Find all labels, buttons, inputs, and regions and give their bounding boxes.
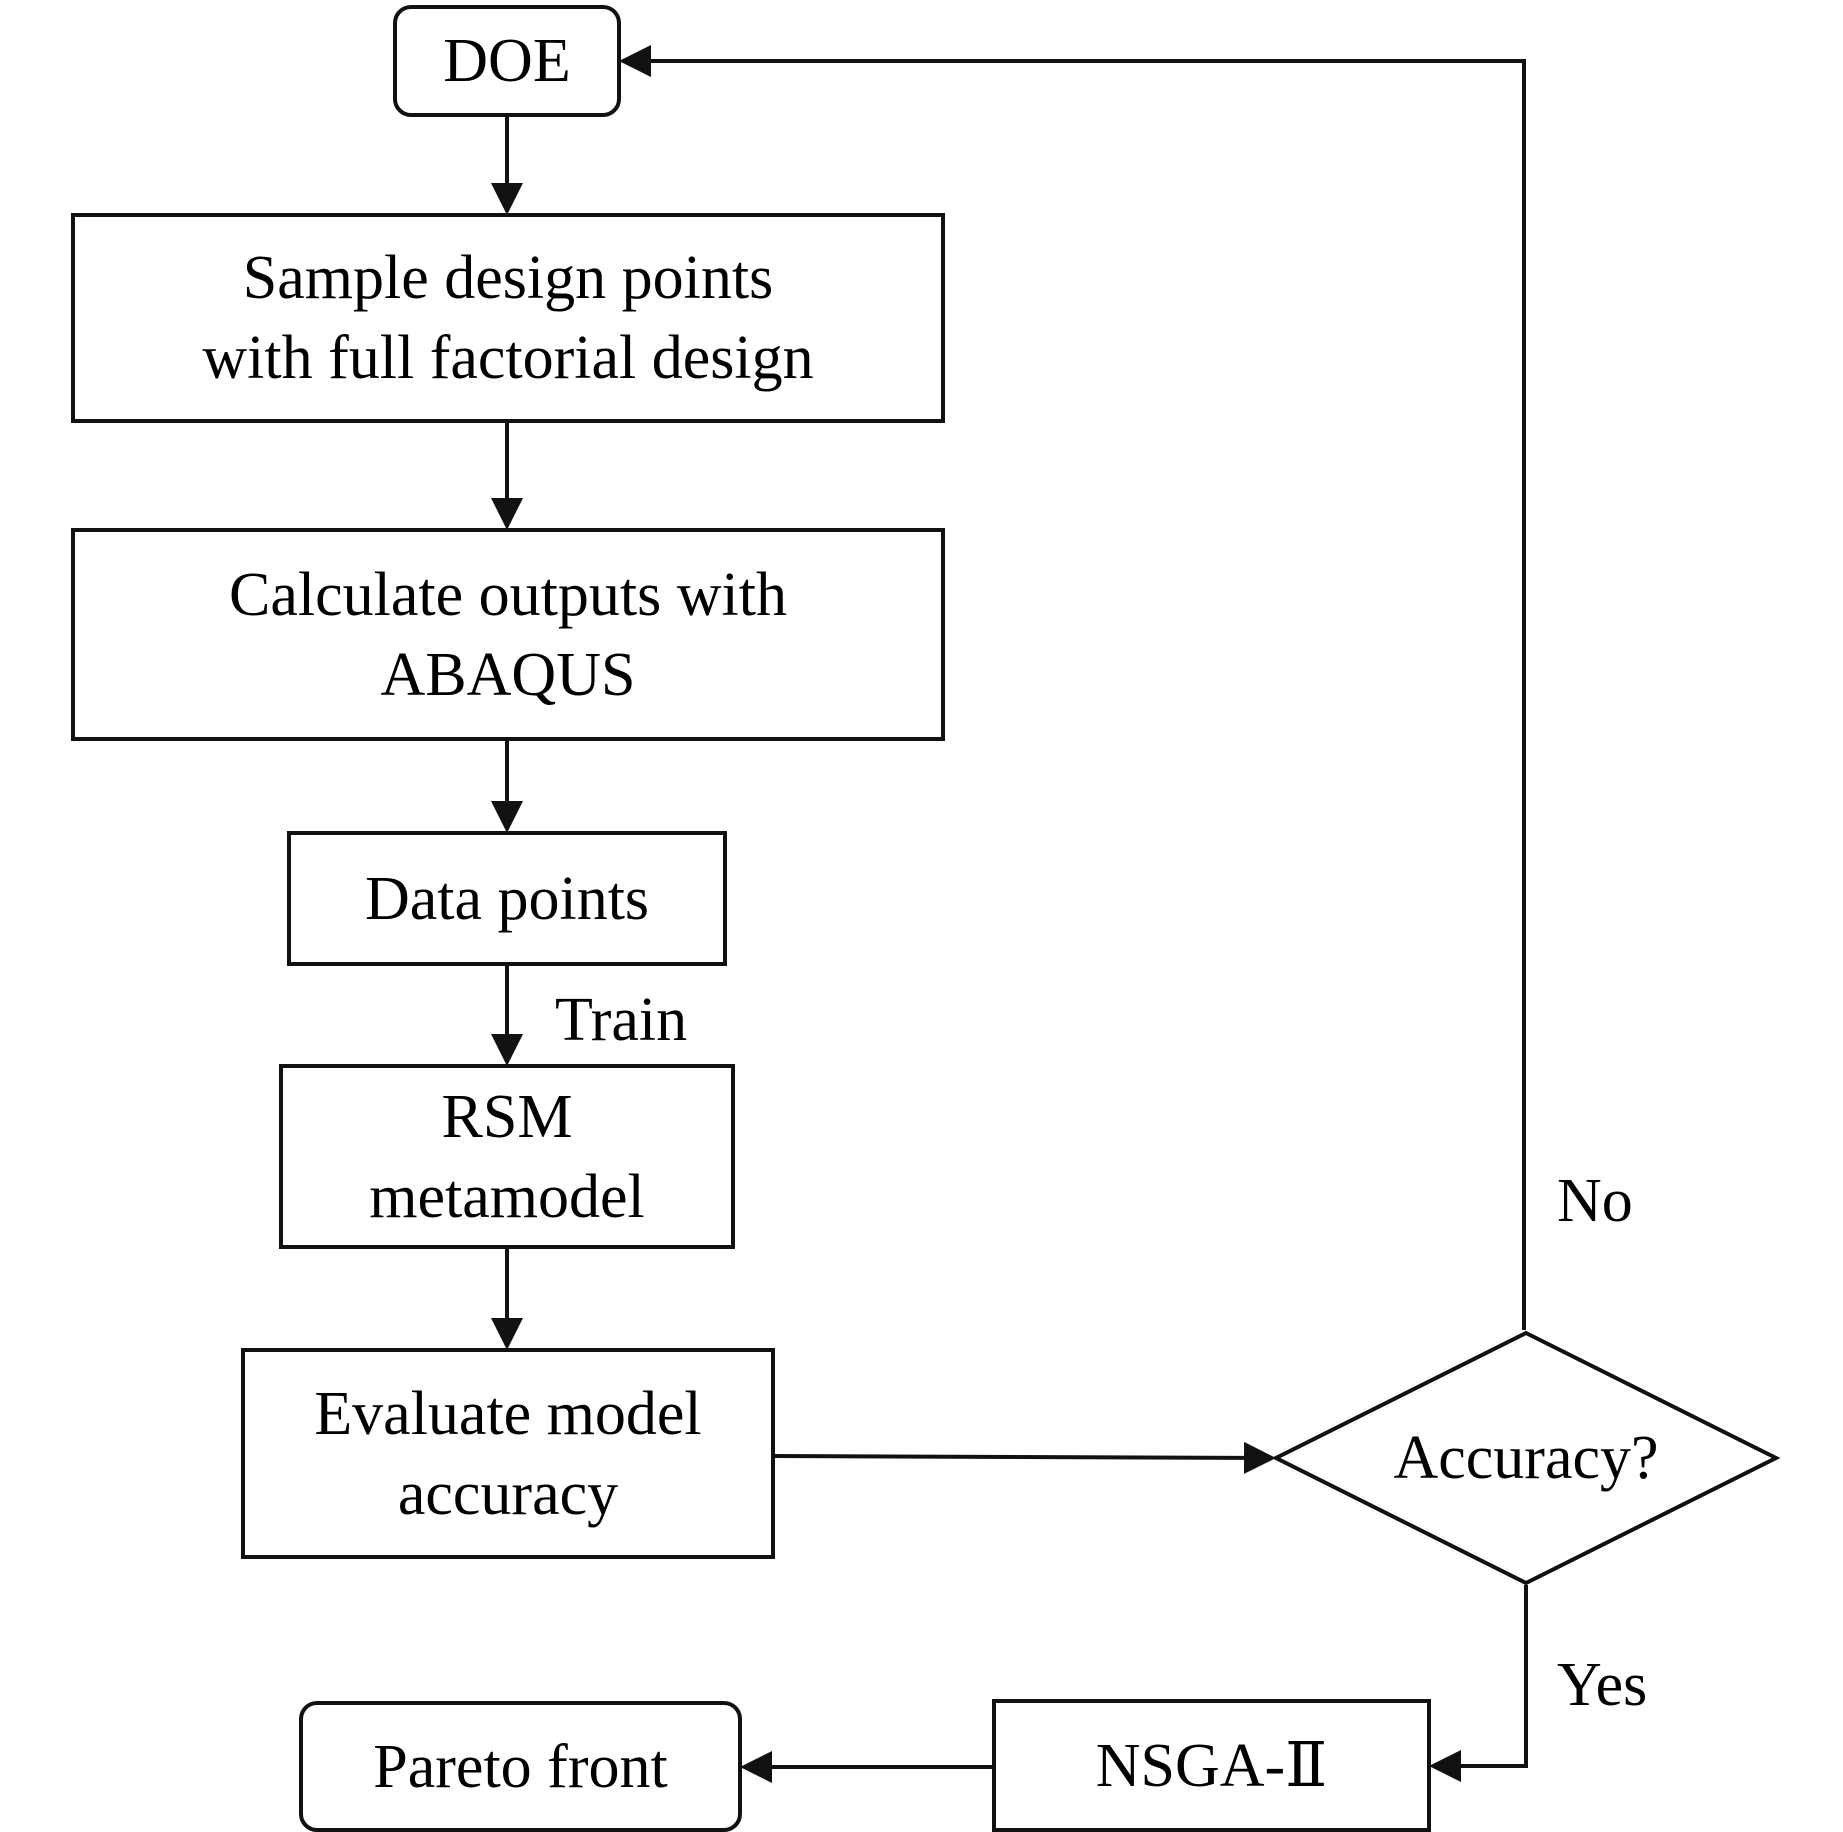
train-edge-label: Train	[555, 986, 688, 1054]
evaluate-node-label-line-2: accuracy	[397, 1459, 619, 1528]
edge-accuracy-to-doe-no	[619, 45, 1526, 1330]
doe-node-label: DOE	[443, 27, 571, 95]
calculate-outputs-node: Calculate outputs with ABAQUS	[71, 528, 945, 741]
sample-node-label-line-2: with full factorial design	[202, 324, 814, 392]
accuracy-decision-diamond	[1271, 1330, 1781, 1586]
edge-evaluate-to-accuracy	[774, 1441, 1276, 1474]
pareto-front-node: Pareto front	[299, 1701, 742, 1832]
rsm-node-label-line-2: metamodel	[369, 1162, 645, 1231]
no-edge-label: No	[1557, 1167, 1633, 1235]
pareto-node-label: Pareto front	[373, 1732, 668, 1801]
accuracy-decision-label: Accuracy?	[1393, 1424, 1659, 1492]
rsm-metamodel-node: RSM metamodel	[279, 1064, 735, 1249]
calculate-node-label-line-2: ABAQUS	[380, 640, 636, 709]
doe-node: DOE	[393, 5, 621, 117]
evaluate-node-label-line-1: Evaluate model	[314, 1379, 702, 1448]
calculate-node-label-line-1: Calculate outputs with	[229, 560, 787, 629]
evaluate-accuracy-node: Evaluate model accuracy	[241, 1348, 775, 1559]
edge-accuracy-to-nsga-yes	[1429, 1585, 1528, 1782]
data-points-node: Data points	[287, 831, 727, 966]
sample-node-label-line-1: Sample design points	[242, 244, 774, 312]
yes-edge-label: Yes	[1557, 1651, 1648, 1719]
nsga-node-label: NSGA-Ⅱ	[1095, 1731, 1328, 1800]
nsga-ii-node: NSGA-Ⅱ	[992, 1699, 1431, 1832]
data-points-node-label: Data points	[364, 864, 650, 933]
sample-design-points-node: Sample design points with full factorial…	[71, 213, 945, 423]
rsm-node-label-line-1: RSM	[441, 1082, 573, 1151]
